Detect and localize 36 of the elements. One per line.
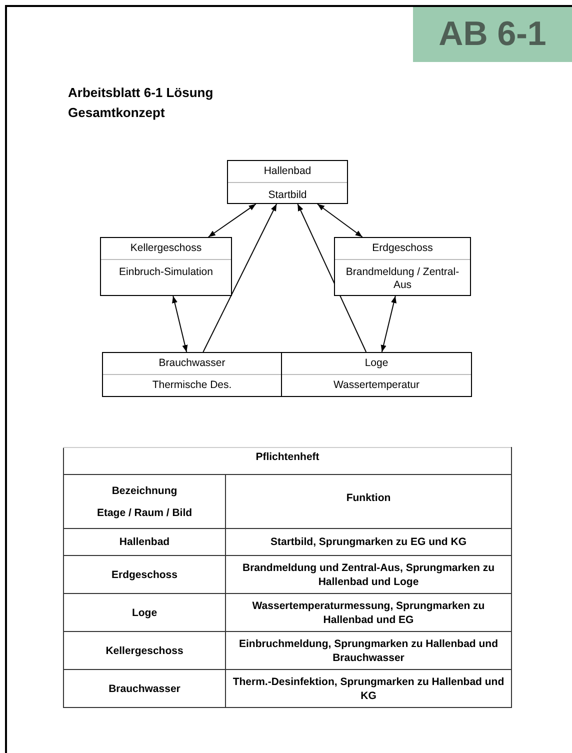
room-name: Kellergeschoss: [64, 632, 226, 670]
arrow: [208, 204, 256, 238]
room-name: Brauchwasser: [64, 670, 226, 708]
column-heading: Bezeichnung: [110, 484, 178, 498]
node-description: Einbruch-Simulation: [101, 259, 231, 285]
node-description: Wassertemperatur: [282, 374, 471, 396]
room-box: [100, 237, 232, 296]
worksheet-title: Arbeitsblatt 6-1 Lösung Gesamtkonzept: [68, 84, 214, 122]
room-box: [227, 160, 348, 204]
room-box: [102, 352, 282, 397]
node-title: Kellergeschoss: [129, 241, 203, 256]
node-description: Brandmeldung / Zentral-Aus: [335, 259, 470, 298]
function-description: Therm.-Desinfektion, Sprungmarken zu Hallenbad und KG: [226, 670, 512, 708]
sheet-badge: AB 6-1: [413, 7, 572, 62]
room-name: Loge: [64, 594, 226, 632]
arrow: [202, 204, 278, 352]
arrow: [316, 204, 363, 238]
function-description: Brandmeldung und Zentral-Aus, Sprungmarken zu Hallenbad und Loge: [226, 556, 512, 594]
column-heading: Etage / Raum / Bild: [96, 506, 194, 520]
room-box: [334, 237, 471, 296]
room-box: [281, 352, 472, 397]
arrow: [380, 296, 396, 352]
arrow: [172, 296, 188, 352]
node-title: Hallenbad: [262, 164, 312, 179]
arrow: [297, 204, 367, 352]
node-title: Brauchwasser: [158, 356, 226, 371]
table-heading: Pflichtenheft: [64, 448, 512, 474]
function-description: Startbild, Sprungmarken zu EG und KG: [226, 528, 512, 556]
function-description: Einbruchmeldung, Sprungmarken zu Hallenbad und Brauchwasser: [226, 632, 512, 670]
room-name: Hallenbad: [64, 528, 226, 556]
node-title: Loge: [364, 356, 390, 371]
node-title: Erdgeschoss: [371, 241, 434, 256]
node-description: Startbild: [228, 182, 347, 208]
function-description: Wassertemperaturmessung, Sprungmarken zu Hallenbad und EG: [226, 594, 512, 632]
room-name: Erdgeschoss: [64, 556, 226, 594]
column-heading: Funktion: [226, 474, 512, 528]
